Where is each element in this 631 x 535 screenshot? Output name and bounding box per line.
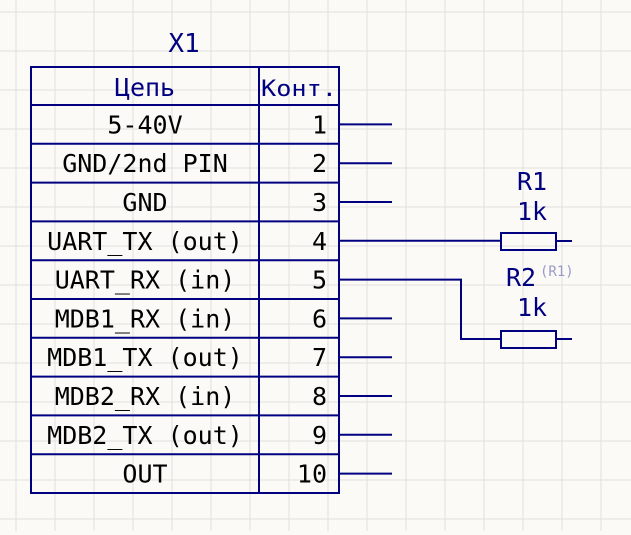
resistor-r2[interactable]: R2 (R1) 1k (500, 263, 574, 349)
table-row-net: UART_RX (in) (55, 266, 236, 295)
table-row-net: UART_TX (out) (47, 227, 243, 256)
table-row-pin: 2 (312, 149, 327, 178)
table-row-net: MDB2_RX (in) (55, 382, 236, 411)
table-row-net: MDB2_TX (out) (47, 421, 243, 450)
table-row-net: MDB1_RX (in) (55, 304, 236, 333)
table-row-net: OUT (122, 460, 167, 489)
table-row-net: 5-40V (107, 110, 182, 139)
table-row-pin: 5 (312, 266, 327, 295)
table-row-pin: 4 (312, 227, 327, 256)
table-row-net: GND/2nd PIN (62, 149, 228, 178)
table-row-net: MDB1_TX (out) (47, 343, 243, 372)
resistor-r2-alt-designator: (R1) (540, 264, 574, 280)
table-row-pin: 6 (312, 304, 327, 333)
table-row-pin: 8 (312, 382, 327, 411)
resistor-r1[interactable]: R1 1k (500, 167, 572, 251)
table-row-pin: 3 (312, 188, 327, 217)
resistor-r2-designator: R2 (506, 263, 536, 292)
header-net-label: Цепь (115, 73, 175, 102)
net-wires (392, 239, 501, 340)
resistor-r1-body (500, 232, 557, 251)
resistor-r2-body (500, 330, 557, 349)
resistor-r1-value: 1k (517, 197, 547, 226)
table-row-pin: 1 (312, 110, 327, 139)
connector-designator: X1 (168, 29, 199, 59)
wire-uart-rx-r2 (392, 278, 501, 340)
table-row-pin: 10 (297, 460, 327, 489)
connector-pins (339, 123, 392, 475)
table-row-pin: 7 (312, 343, 327, 372)
table-row-pin: 9 (312, 421, 327, 450)
table-row-net: GND (122, 188, 167, 217)
resistor-r2-value: 1k (517, 293, 547, 322)
header-pin-label: Конт. (261, 77, 337, 102)
resistor-r1-designator: R1 (517, 167, 547, 196)
